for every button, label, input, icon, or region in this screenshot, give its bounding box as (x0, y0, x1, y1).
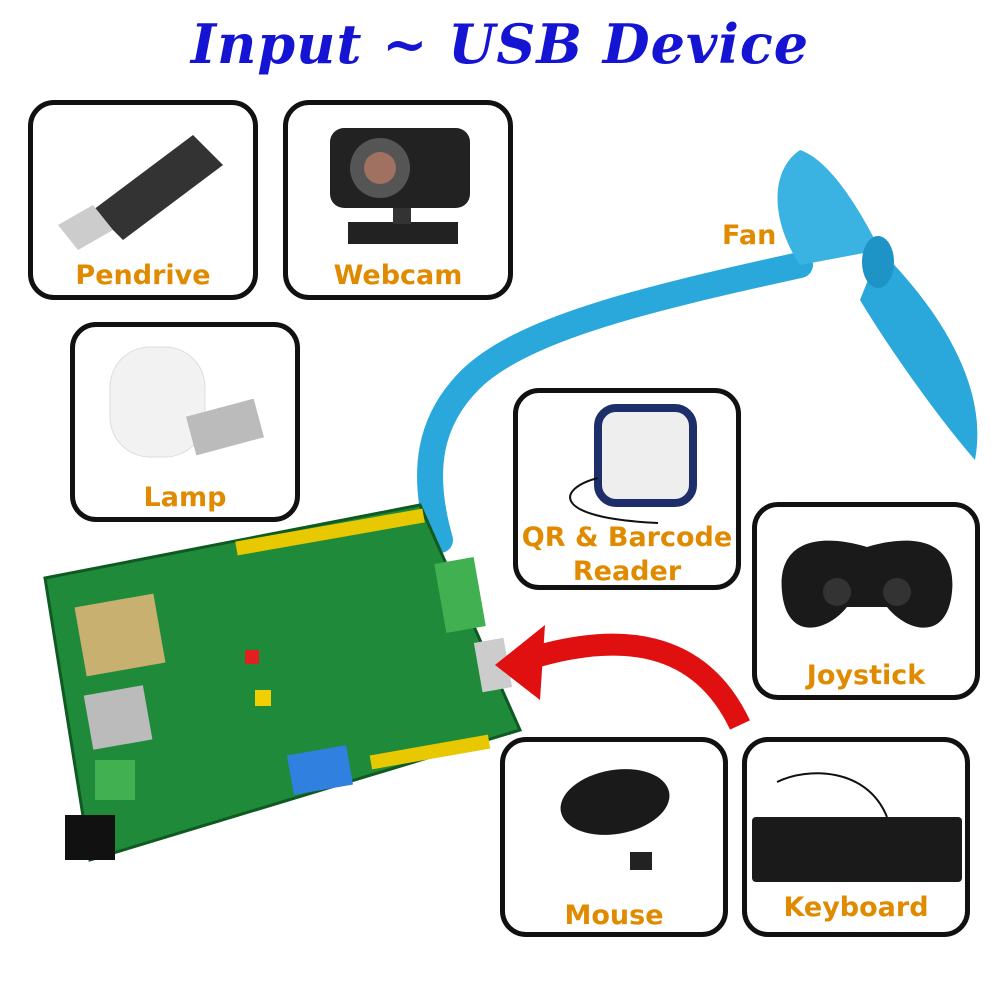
keyboard-label: Keyboard (783, 892, 929, 923)
microcontroller-board (43, 503, 523, 862)
page-title: Input ~ USB Device (190, 12, 810, 76)
lamp-icon (109, 346, 264, 458)
card-mouse: Mouse (500, 737, 728, 937)
mouse-icon (560, 769, 670, 870)
webcam-label: Webcam (333, 260, 463, 291)
card-pendrive: Pendrive (28, 100, 258, 300)
mouse-label: Mouse (564, 900, 664, 931)
fan-blade-top (777, 150, 880, 265)
webcam-icon (330, 128, 470, 244)
card-joystick: Joystick (752, 502, 980, 700)
pendrive-icon (58, 135, 223, 250)
arrow-head (495, 625, 545, 700)
joystick-label: Joystick (806, 660, 926, 691)
qr-label: QR & Barcode Reader (518, 521, 736, 589)
qr-reader-icon (569, 404, 697, 524)
qr-label-line1: QR & Barcode (521, 522, 733, 553)
qr-label-line2: Reader (572, 556, 682, 587)
card-webcam: Webcam (283, 100, 513, 300)
card-keyboard: Keyboard (742, 737, 970, 937)
fan-blade-bottom (860, 250, 978, 460)
fan-cable (417, 252, 813, 553)
card-lamp: Lamp (70, 322, 300, 522)
card-qr-reader: QR & Barcode Reader (513, 388, 741, 590)
keyboard-icon (752, 772, 962, 882)
joystick-icon (781, 540, 953, 628)
pendrive-label: Pendrive (75, 260, 211, 291)
usb-arrow (521, 633, 750, 730)
fan-label: Fan (722, 220, 777, 251)
fan-hub (862, 236, 894, 288)
lamp-label: Lamp (143, 482, 227, 513)
